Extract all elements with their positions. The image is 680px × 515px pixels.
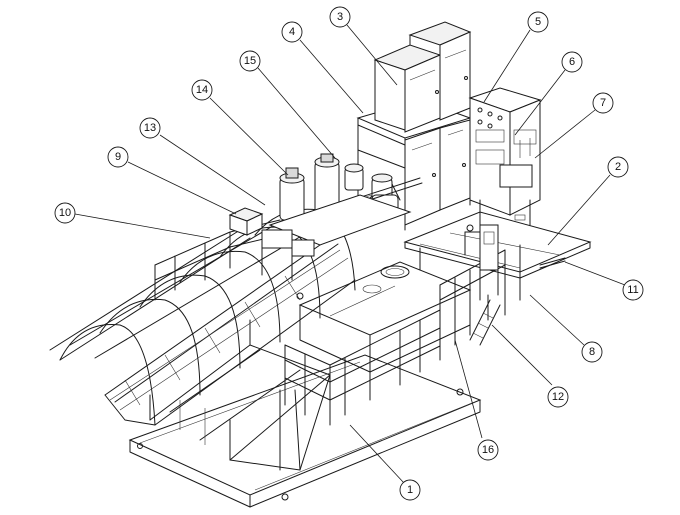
leader-13 (159, 134, 266, 206)
callout-9: 9 (107, 146, 129, 168)
callout-label: 11 (627, 284, 638, 296)
leader-16 (454, 339, 483, 439)
callout-15: 15 (239, 50, 261, 72)
leader-11 (564, 261, 626, 286)
callout-7: 7 (592, 92, 614, 114)
leader-3 (346, 24, 398, 86)
callout-14: 14 (191, 79, 213, 101)
gas-cylinders (268, 153, 423, 246)
leader-14 (209, 97, 289, 176)
leader-1 (349, 424, 405, 484)
callout-11: 11 (622, 279, 644, 301)
leader-2 (547, 174, 611, 246)
leader-4 (299, 39, 364, 114)
callout-4: 4 (281, 21, 303, 43)
control-panel (468, 87, 542, 226)
callout-label: 5 (535, 16, 541, 28)
callout-label: 7 (600, 97, 606, 109)
leader-9 (127, 161, 237, 215)
drive-units (261, 229, 315, 300)
callout-3: 3 (329, 6, 351, 28)
handrail-front (284, 244, 521, 426)
callout-2: 2 (607, 156, 629, 178)
leader-7 (534, 109, 596, 159)
callout-label: 2 (615, 161, 621, 173)
callout-10: 10 (54, 202, 76, 224)
base-skid (128, 354, 482, 508)
platform-equipment (464, 224, 499, 301)
callout-label: 6 (569, 56, 575, 68)
callout-label: 4 (289, 26, 295, 38)
callout-6: 6 (561, 51, 583, 73)
leader-8 (529, 294, 585, 346)
callout-label: 9 (115, 151, 121, 163)
leader-10 (74, 213, 211, 239)
callout-label: 8 (589, 346, 595, 358)
leader-5 (483, 29, 531, 103)
callout-5: 5 (527, 11, 549, 33)
callout-1: 1 (399, 479, 421, 501)
callout-label: 14 (196, 84, 208, 96)
callout-label: 15 (244, 55, 256, 67)
battery-box (228, 207, 264, 236)
leader-15 (257, 67, 336, 159)
callout-label: 16 (482, 444, 494, 456)
callout-leaders (74, 24, 626, 484)
callout-label: 3 (337, 11, 343, 23)
callout-13: 13 (139, 117, 161, 139)
callout-label: 10 (59, 207, 71, 219)
leader-12 (491, 324, 553, 386)
stair-ladder (469, 299, 501, 346)
callout-8: 8 (581, 341, 603, 363)
callout-label: 12 (552, 391, 564, 403)
leader-6 (514, 69, 566, 136)
callout-label: 13 (144, 122, 156, 134)
callout-12: 12 (547, 386, 569, 408)
lower-cabinets (404, 119, 471, 226)
callout-label: 1 (407, 484, 413, 496)
callout-16: 16 (477, 439, 499, 461)
